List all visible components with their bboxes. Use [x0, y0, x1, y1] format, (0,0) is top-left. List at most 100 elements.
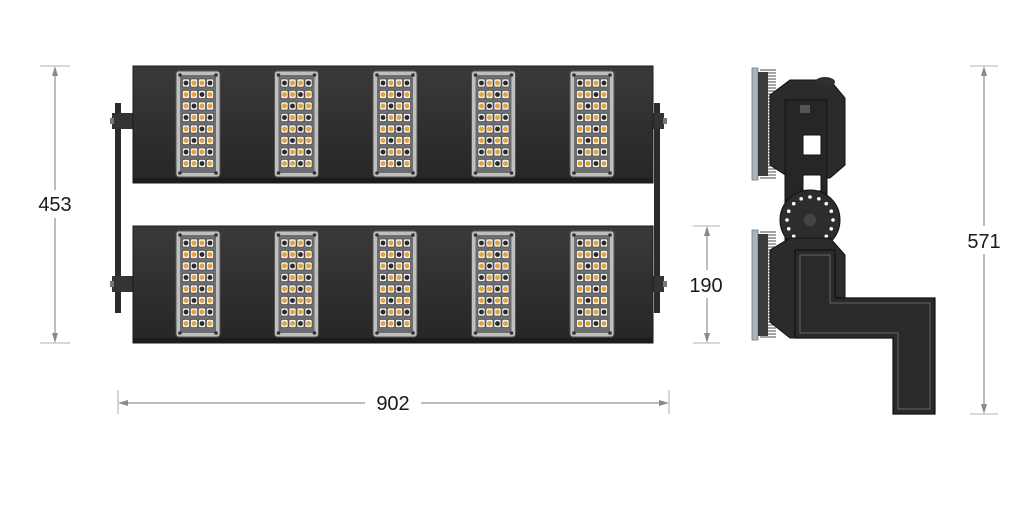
led	[501, 307, 510, 317]
led	[190, 124, 198, 134]
led	[288, 136, 297, 145]
dim-front-width-label: 902	[376, 393, 409, 415]
led	[206, 78, 214, 88]
led	[485, 307, 494, 317]
led	[485, 113, 494, 122]
led	[379, 78, 387, 88]
led	[304, 307, 313, 317]
led	[280, 113, 289, 122]
led	[592, 147, 600, 157]
led	[600, 273, 608, 282]
led	[576, 238, 584, 248]
led	[600, 319, 608, 328]
led	[403, 159, 411, 168]
led	[584, 261, 592, 271]
led	[477, 319, 486, 328]
led	[190, 238, 198, 248]
led	[485, 250, 494, 259]
led	[395, 273, 403, 282]
led	[576, 319, 584, 328]
led	[584, 307, 592, 317]
led	[584, 147, 592, 157]
led	[485, 284, 494, 294]
led	[576, 261, 584, 271]
led	[280, 124, 289, 134]
led	[395, 90, 403, 99]
led	[592, 284, 600, 294]
led	[288, 261, 297, 271]
led	[296, 238, 305, 248]
led	[198, 284, 206, 294]
led	[592, 101, 600, 111]
led	[592, 296, 600, 305]
led	[395, 307, 403, 317]
led	[296, 159, 305, 168]
led	[592, 250, 600, 259]
led	[198, 136, 206, 145]
led	[198, 307, 206, 317]
led	[198, 238, 206, 248]
led	[403, 238, 411, 248]
led	[190, 250, 198, 259]
led	[198, 261, 206, 271]
led	[501, 90, 510, 99]
led	[304, 124, 313, 134]
led	[403, 250, 411, 259]
led	[182, 78, 190, 88]
led	[379, 296, 387, 305]
led	[288, 296, 297, 305]
led	[387, 78, 395, 88]
led	[379, 307, 387, 317]
led	[296, 78, 305, 88]
led	[493, 90, 502, 99]
led-module	[372, 70, 418, 178]
led	[190, 296, 198, 305]
led	[296, 113, 305, 122]
led	[395, 136, 403, 145]
led	[600, 101, 608, 111]
led	[493, 159, 502, 168]
led	[584, 90, 592, 99]
led	[190, 113, 198, 122]
led	[592, 261, 600, 271]
led	[206, 147, 214, 157]
led	[576, 136, 584, 145]
led	[600, 250, 608, 259]
led	[600, 147, 608, 157]
led	[501, 136, 510, 145]
led	[182, 101, 190, 111]
led	[296, 136, 305, 145]
led	[280, 250, 289, 259]
bottom-panel-modules	[175, 230, 615, 338]
led	[501, 250, 510, 259]
led	[493, 261, 502, 271]
led	[280, 261, 289, 271]
led	[477, 113, 486, 122]
led	[198, 113, 206, 122]
led	[379, 90, 387, 99]
led	[493, 273, 502, 282]
led	[501, 78, 510, 88]
led	[584, 273, 592, 282]
led	[304, 90, 313, 99]
right-mount-bar	[654, 103, 660, 313]
led	[493, 101, 502, 111]
led	[600, 238, 608, 248]
led	[493, 147, 502, 157]
led	[477, 124, 486, 134]
led	[304, 273, 313, 282]
led	[182, 90, 190, 99]
led	[296, 284, 305, 294]
led	[477, 284, 486, 294]
led	[288, 101, 297, 111]
led	[395, 296, 403, 305]
led	[182, 250, 190, 259]
led-module	[372, 230, 418, 338]
led	[206, 113, 214, 122]
led	[592, 238, 600, 248]
led	[206, 273, 214, 282]
led	[600, 113, 608, 122]
led	[190, 307, 198, 317]
led	[395, 78, 403, 88]
